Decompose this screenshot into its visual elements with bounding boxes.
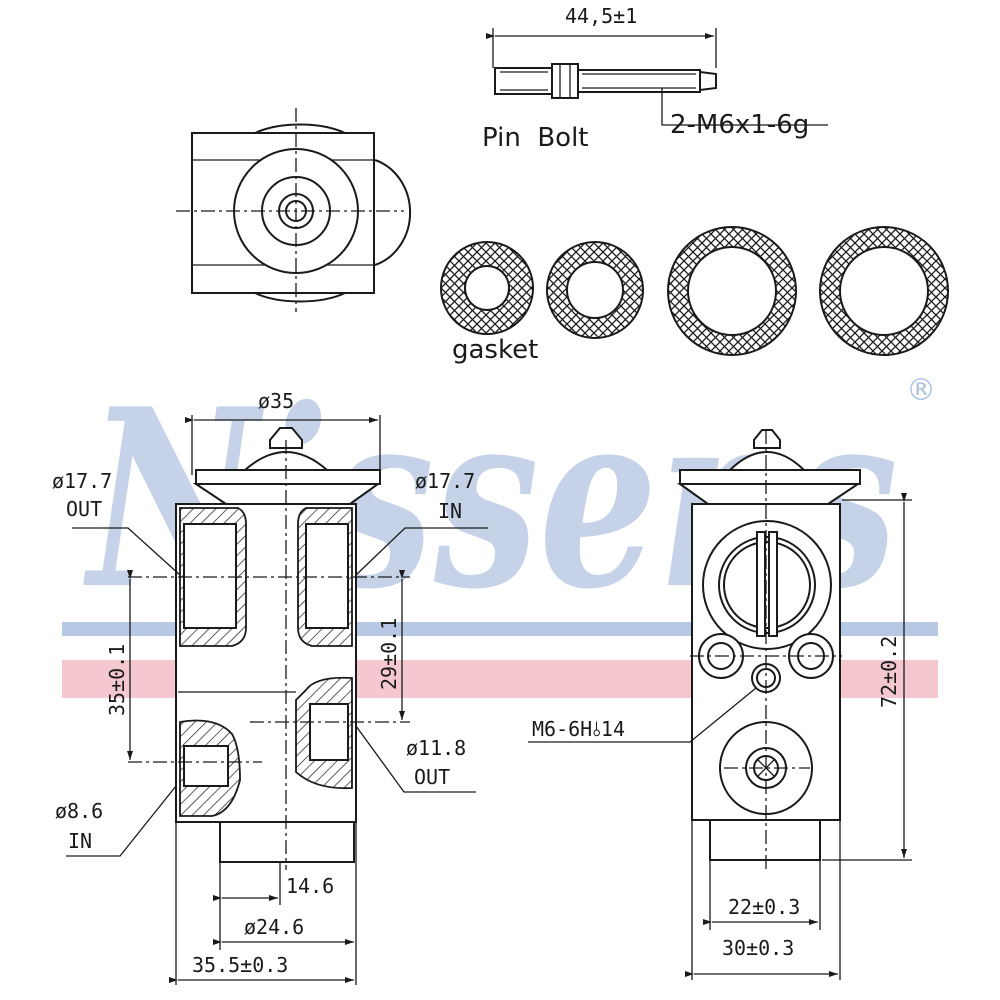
gasket-2: [547, 242, 643, 338]
pin-bolt-thread-spec: 2-M6x1-6g: [670, 110, 809, 140]
gasket-3: [668, 227, 796, 355]
dim-14-6-label: 14.6: [286, 874, 334, 898]
top-view-drawing: [176, 108, 412, 312]
dim-30-label: 30±0.3: [722, 936, 794, 960]
pin-bolt-label: Pin Bolt: [482, 123, 589, 153]
pin-bolt-drawing: 44,5±1 Pin Bolt 2-M6x1-6g: [482, 4, 828, 153]
port-top-right-diameter: ø17.7: [415, 469, 475, 493]
port-top-right-direction: IN: [438, 499, 462, 523]
gasket-1: [441, 242, 533, 334]
dim-35-5-label: 35.5±0.3: [192, 953, 288, 977]
dim-72-label: 72±0.2: [877, 636, 901, 708]
gasket-4: [820, 227, 948, 355]
port-top-left-direction: OUT: [66, 497, 102, 521]
port-top-left-diameter: ø17.7: [52, 469, 112, 493]
dim-22-label: 22±0.3: [728, 895, 800, 919]
pin-bolt-length-dimension: 44,5±1: [565, 4, 637, 28]
side-view-drawing: M6-6H⫰14 72±0.2 22±0.3 30±0.3: [528, 429, 912, 980]
port-bottom-left-diameter: ø8.6: [55, 799, 103, 823]
dim-35-label: 35±0.1: [105, 644, 129, 716]
port-bottom-left-direction: IN: [68, 829, 92, 853]
watermark-registered-mark: ®: [906, 373, 936, 408]
gasket-label: gasket: [452, 335, 538, 365]
front-view-drawing: ø35 35±0.1 29±0.1 ø17.7 OUT ø17.7 IN ø11…: [52, 389, 488, 985]
port-bottom-right-diameter: ø11.8: [406, 736, 466, 760]
port-bottom-right-direction: OUT: [414, 765, 450, 789]
dim-24-6-label: ø24.6: [244, 915, 304, 939]
dim-29-label: 29±0.1: [377, 618, 401, 690]
thread-hole-label: M6-6H⫰14: [532, 717, 625, 741]
gaskets-drawing: gasket: [440, 226, 949, 365]
top-diameter-label: ø35: [258, 389, 294, 413]
